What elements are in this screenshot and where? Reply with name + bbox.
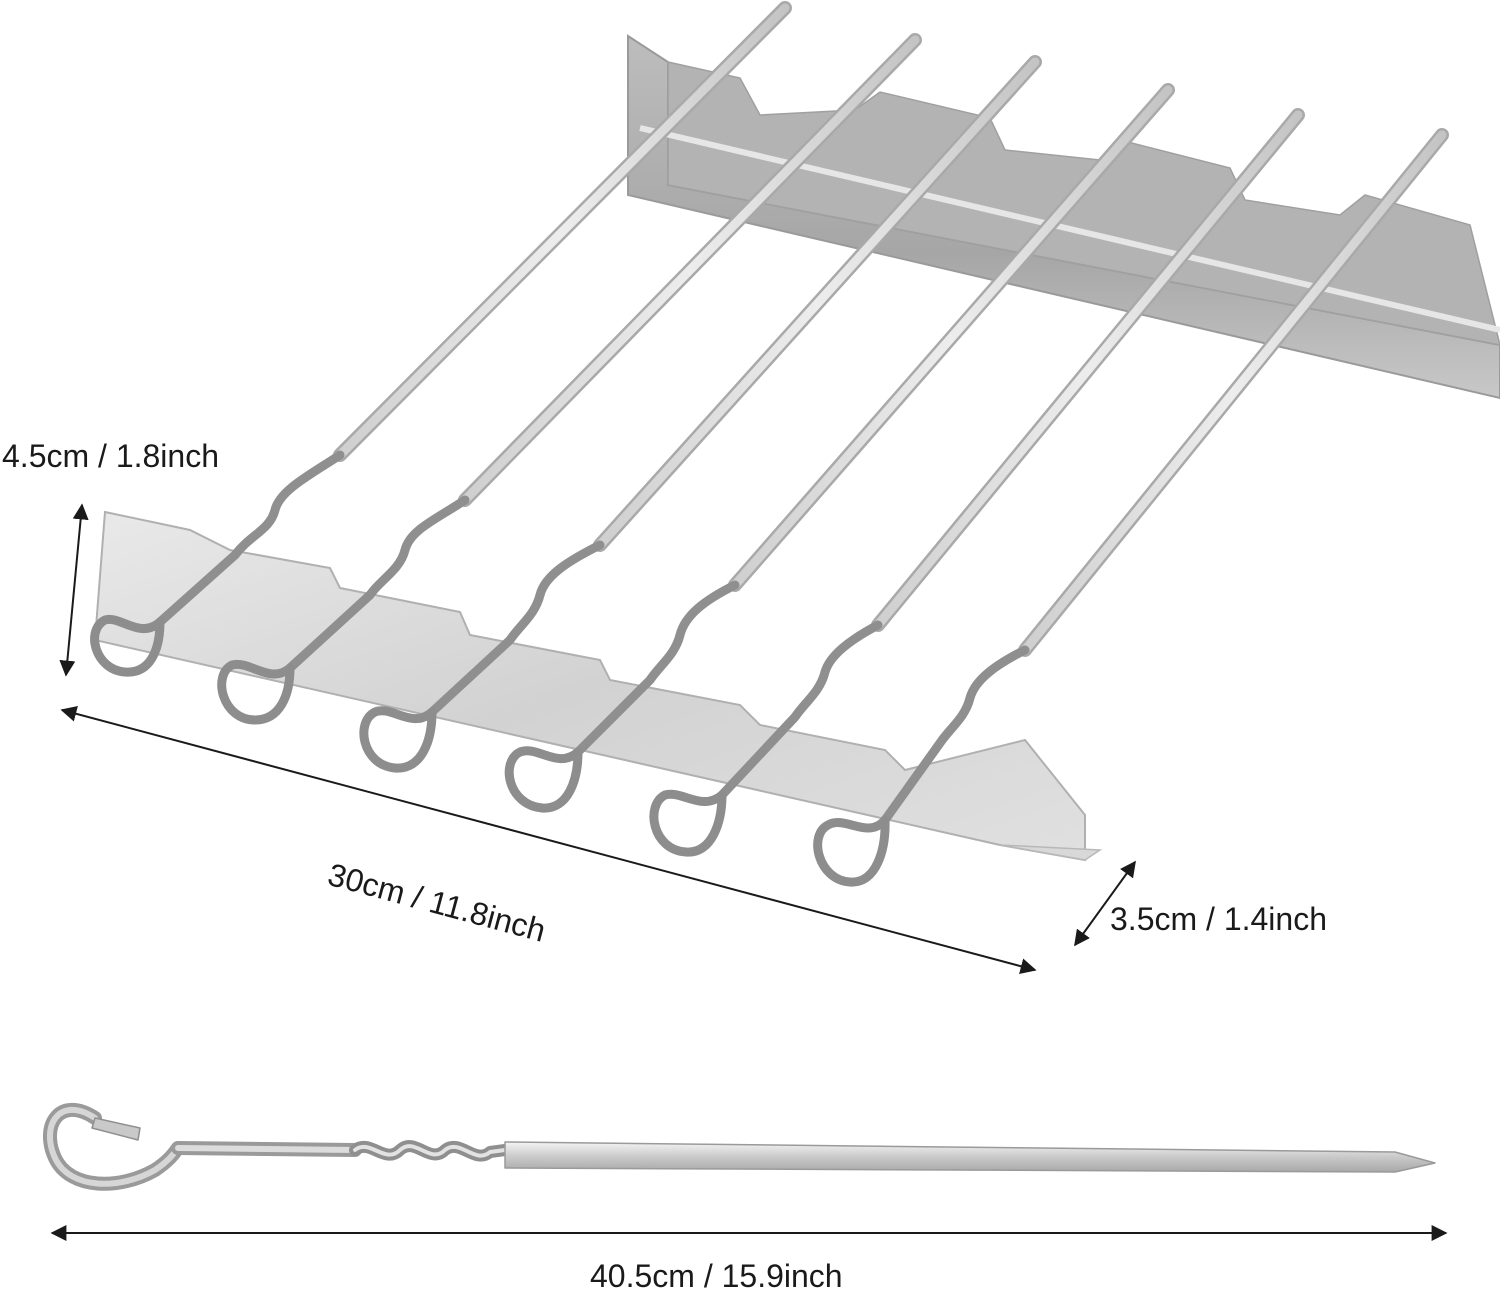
- depth-dimension-line: [1074, 860, 1136, 947]
- rack-dimensions: [59, 503, 1136, 975]
- skewer-length-label: 40.5cm / 15.9inch: [590, 1258, 843, 1292]
- rack-height-label: 4.5cm / 1.8inch: [2, 438, 219, 474]
- back-rack: [627, 34, 1500, 400]
- skewer-1: [90, 1, 792, 677]
- height-dimension-line: [59, 503, 89, 677]
- single-skewer: [43, 1103, 1436, 1191]
- length-dimension-line: [60, 705, 1037, 975]
- front-rack: [93, 510, 1103, 862]
- rack-depth-label: 3.5cm / 1.4inch: [1110, 901, 1327, 937]
